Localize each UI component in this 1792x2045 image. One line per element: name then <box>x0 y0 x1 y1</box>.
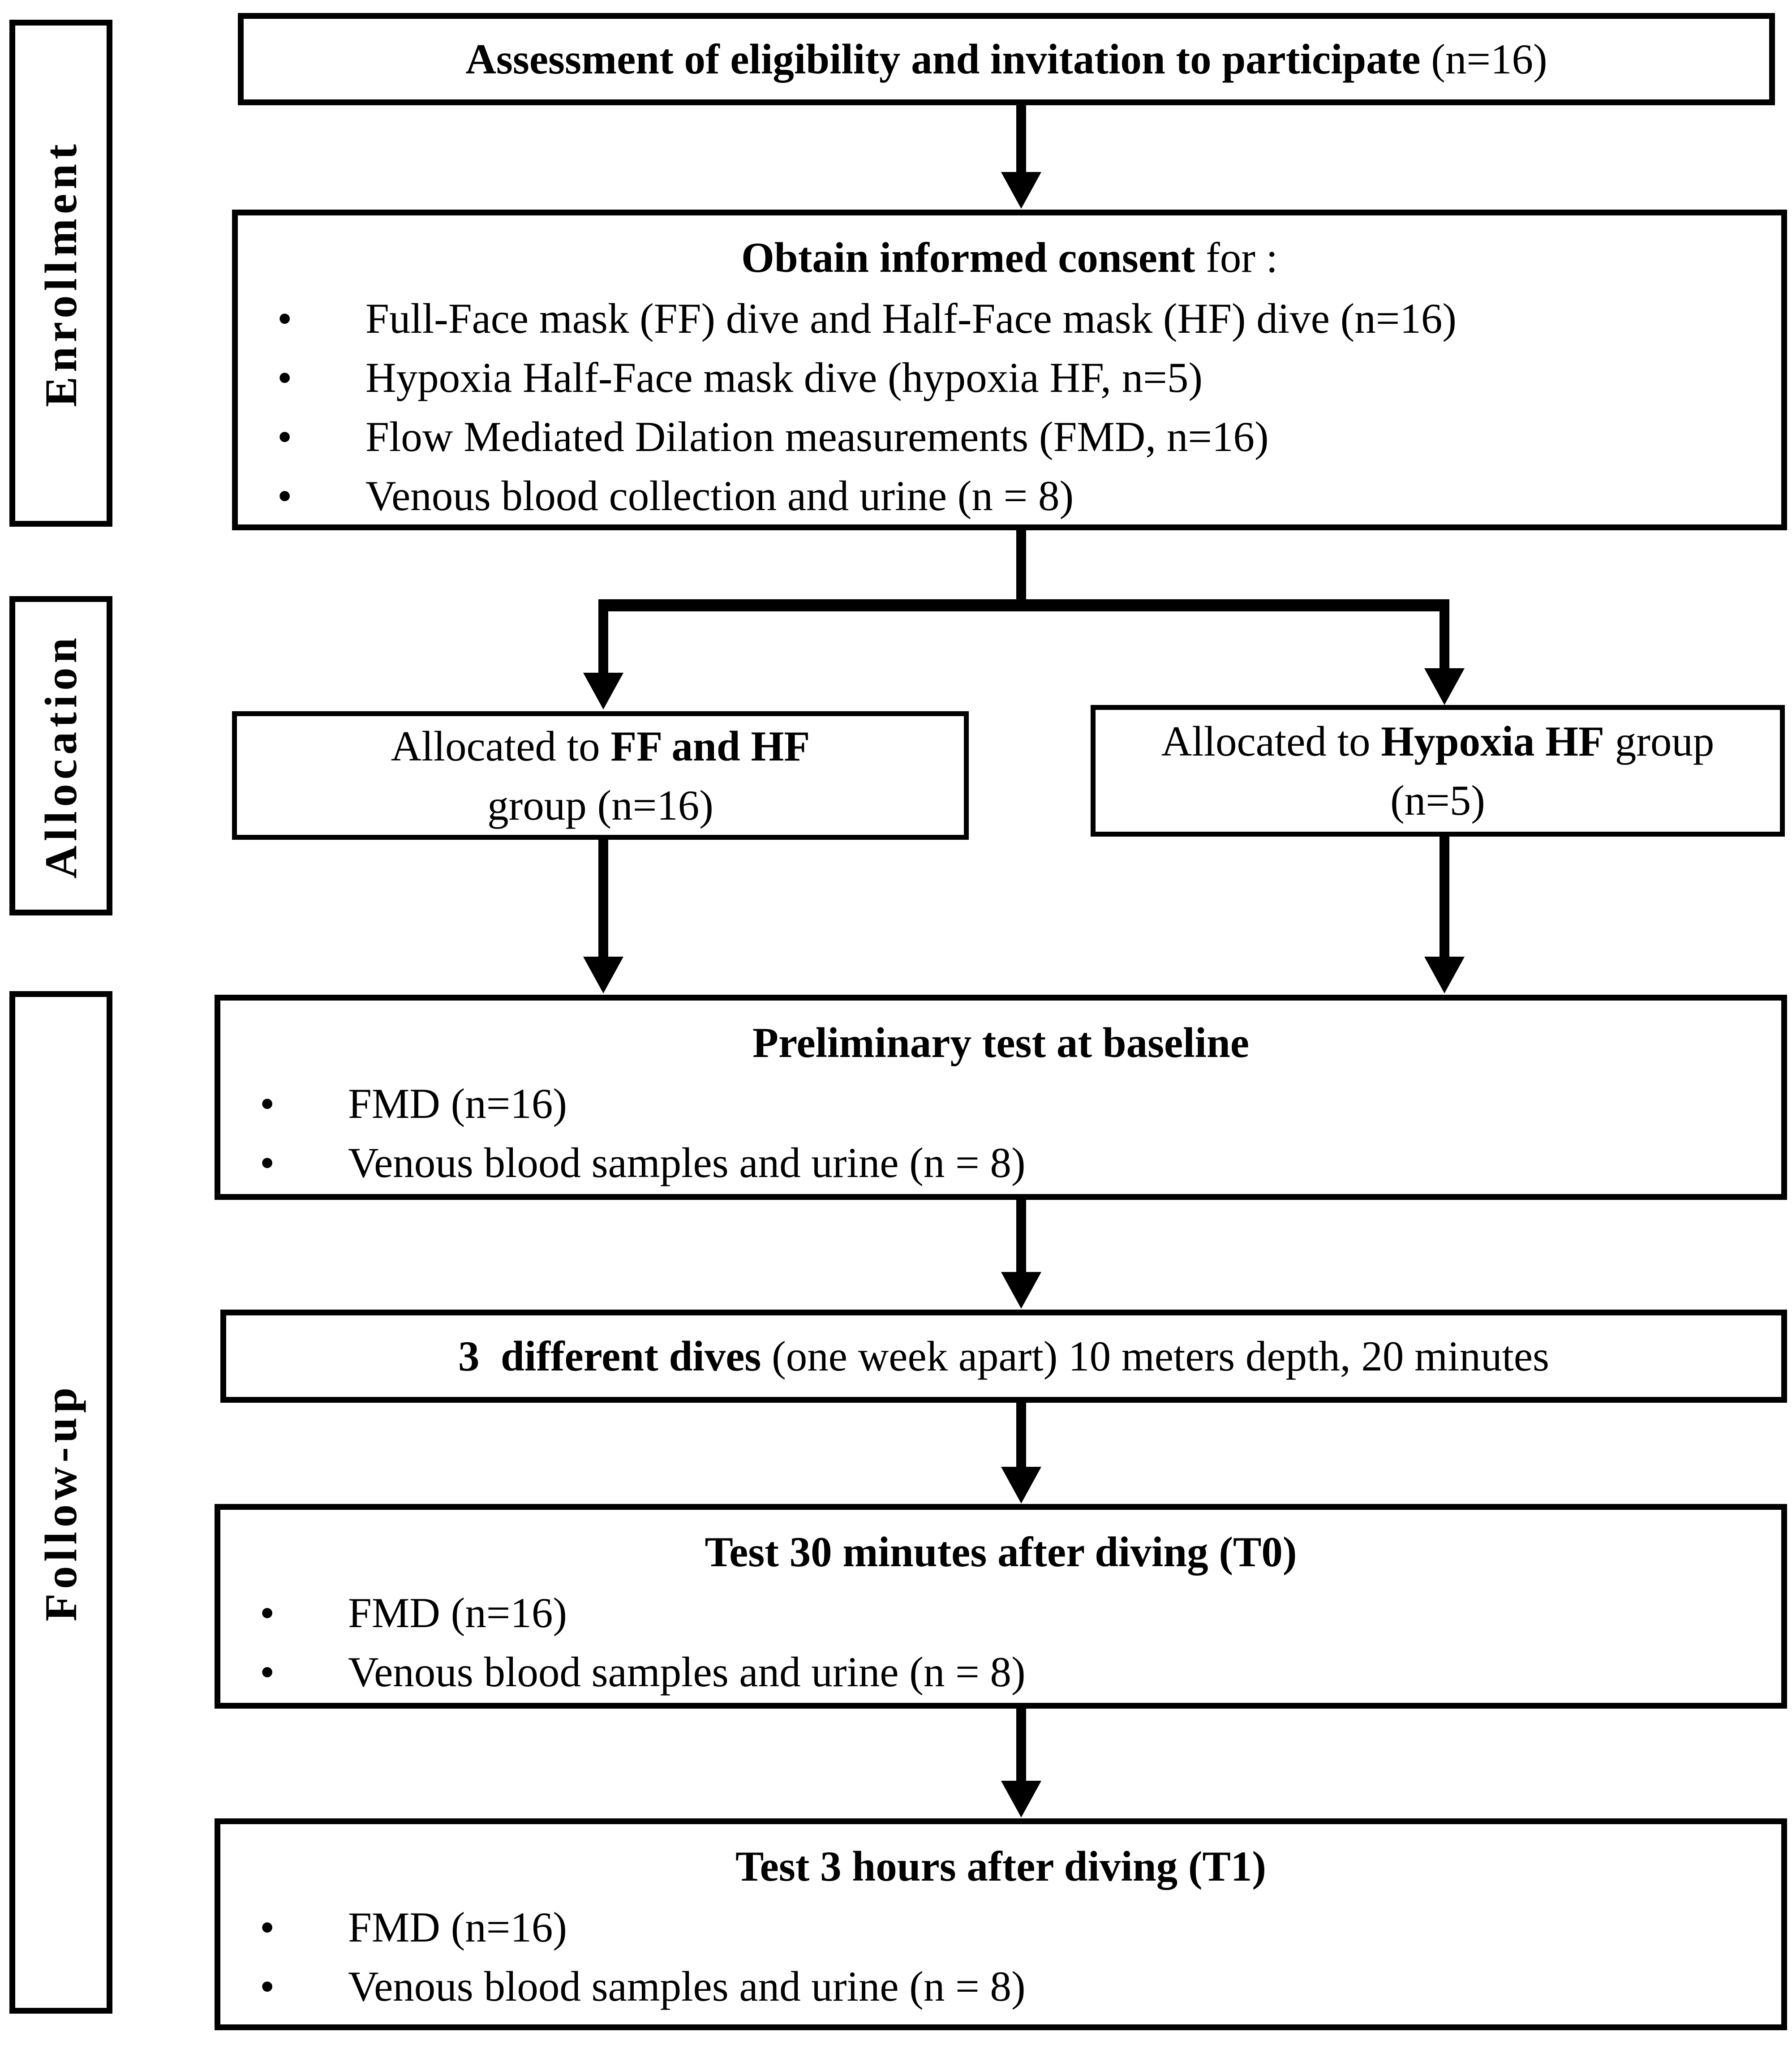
connector-split-left-arrowhead <box>583 673 623 709</box>
alloc-hypoxia-suffix: group <box>1604 717 1715 765</box>
t0-bullet-2: Venous blood samples and urine (n = 8) <box>220 1642 1781 1701</box>
t0-title: Test 30 minutes after diving (T0) <box>705 1528 1297 1576</box>
connector-split-left-line <box>598 606 608 674</box>
dives-regular: (one week apart) 10 meters depth, 20 min… <box>761 1332 1549 1380</box>
alloc-hypoxia-line1: Allocated to Hypoxia HF group <box>1161 712 1715 771</box>
connector-baseline-dives-line <box>1016 1199 1026 1274</box>
connector-baseline-dives-arrowhead <box>1001 1272 1041 1309</box>
connector-consent-split-line <box>1016 528 1026 601</box>
connector-allochypoxia-baseline-arrowhead <box>1424 957 1465 993</box>
connector-t0-t1-arrowhead <box>1001 1781 1041 1817</box>
alloc-ff-bold: FF and HF <box>610 722 810 770</box>
stage-label-followup: Follow-up <box>35 1383 86 1622</box>
connector-split-bar <box>598 599 1449 611</box>
stage-label-enrollment: Enrollment <box>35 139 86 407</box>
t1-bullet-list: FMD (n=16) Venous blood samples and urin… <box>220 1898 1781 2016</box>
baseline-bullet-1: FMD (n=16) <box>220 1074 1781 1133</box>
consent-bullet-3: Flow Mediated Dilation measurements (FMD… <box>238 407 1781 466</box>
connector-dives-t0-line <box>1016 1401 1026 1469</box>
box-baseline: Preliminary test at baseline FMD (n=16) … <box>215 995 1787 1200</box>
assessment-title: Assessment of eligibility and invitation… <box>465 30 1547 89</box>
connector-allocff-baseline-arrowhead <box>583 957 623 993</box>
box-allocated-ff-hf: Allocated to FF and HF group (n=16) <box>232 711 969 840</box>
consent-bullet-2: Hypoxia Half-Face mask dive (hypoxia HF,… <box>238 348 1781 407</box>
box-assessment: Assessment of eligibility and invitation… <box>238 13 1775 105</box>
dives-bold: 3 different dives <box>458 1332 761 1380</box>
alloc-ff-prefix: Allocated to <box>391 722 611 770</box>
box-t1: Test 3 hours after diving (T1) FMD (n=16… <box>215 1818 1787 2030</box>
t1-bullet-2: Venous blood samples and urine (n = 8) <box>220 1957 1781 2016</box>
connector-allocff-baseline-line <box>598 838 608 958</box>
consent-title-bold: Obtain informed consent <box>741 234 1195 281</box>
consent-bullet-1: Full-Face mask (FF) dive and Half-Face m… <box>238 289 1781 348</box>
stage-box-enrollment: Enrollment <box>9 20 112 527</box>
alloc-hypoxia-bold: Hypoxia HF <box>1381 717 1605 765</box>
assessment-title-bold: Assessment of eligibility and invitation… <box>465 35 1421 83</box>
box-consent: Obtain informed consent for : Full-Face … <box>232 210 1787 530</box>
consent-bullet-list: Full-Face mask (FF) dive and Half-Face m… <box>238 289 1781 525</box>
baseline-bullet-list: FMD (n=16) Venous blood samples and urin… <box>220 1074 1781 1192</box>
t1-bullet-1: FMD (n=16) <box>220 1898 1781 1957</box>
alloc-hypoxia-line2: (n=5) <box>1390 777 1485 824</box>
box-allocated-hypoxia-hf: Allocated to Hypoxia HF group (n=5) <box>1091 705 1785 837</box>
connector-assessment-consent-line <box>1016 104 1026 174</box>
stage-box-followup: Follow-up <box>9 991 112 2014</box>
t0-bullet-1: FMD (n=16) <box>220 1583 1781 1642</box>
box-t0: Test 30 minutes after diving (T0) FMD (n… <box>215 1504 1787 1709</box>
consent-bullet-4: Venous blood collection and urine (n = 8… <box>238 466 1781 525</box>
consent-title-suffix: for : <box>1195 234 1278 281</box>
baseline-bullet-2: Venous blood samples and urine (n = 8) <box>220 1133 1781 1192</box>
assessment-title-n: (n=16) <box>1420 35 1547 83</box>
connector-t0-t1-line <box>1016 1707 1026 1783</box>
stage-label-allocation: Allocation <box>35 633 86 879</box>
connector-dives-t0-arrowhead <box>1001 1467 1041 1504</box>
t1-title: Test 3 hours after diving (T1) <box>735 1843 1266 1890</box>
baseline-title: Preliminary test at baseline <box>752 1019 1249 1066</box>
alloc-ff-line1: Allocated to FF and HF <box>391 717 810 776</box>
connector-split-right-arrowhead <box>1424 668 1465 705</box>
consent-title: Obtain informed consent for : <box>238 228 1781 287</box>
connector-assessment-consent-arrowhead <box>1001 172 1041 209</box>
stage-box-allocation: Allocation <box>9 596 112 915</box>
connector-split-right-line <box>1440 606 1449 670</box>
alloc-ff-line2: group (n=16) <box>487 781 713 829</box>
alloc-hypoxia-prefix: Allocated to <box>1161 717 1381 765</box>
box-dives: 3 different dives (one week apart) 10 me… <box>220 1310 1787 1403</box>
connector-allochypoxia-baseline-line <box>1440 835 1449 958</box>
dives-line: 3 different dives (one week apart) 10 me… <box>458 1327 1549 1386</box>
t0-bullet-list: FMD (n=16) Venous blood samples and urin… <box>220 1583 1781 1701</box>
